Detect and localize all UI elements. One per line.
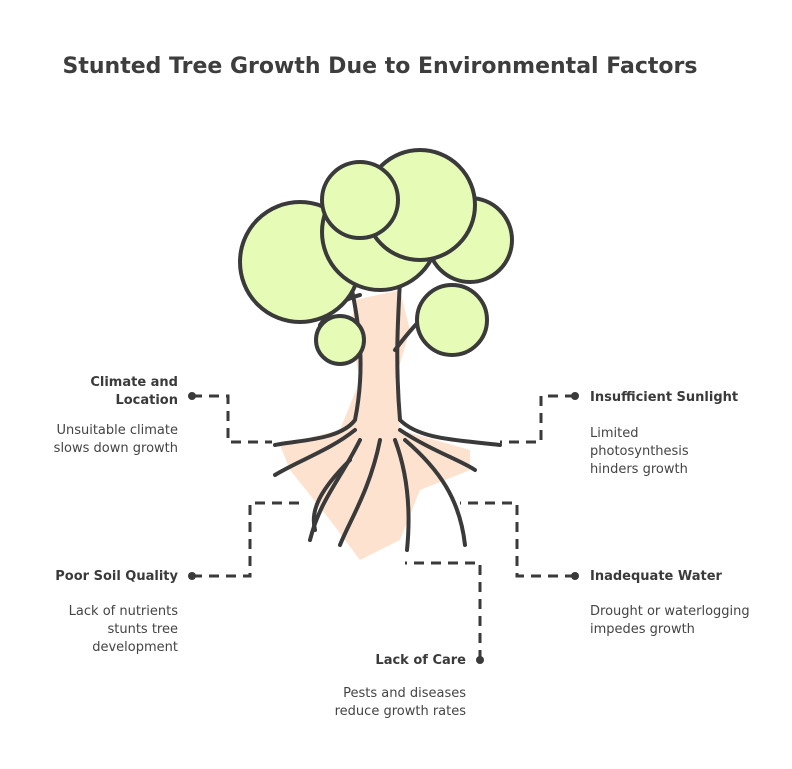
- diagram-title: Stunted Tree Growth Due to Environmental…: [62, 54, 698, 79]
- water-description: Drought or waterlogging impedes growth: [590, 604, 750, 637]
- connector-soil: [192, 501, 300, 578]
- trunk-and-roots: [273, 278, 502, 560]
- sunlight-description: Limited photosynthesis hinders growth: [590, 426, 689, 477]
- sunlight-label: Insufficient Sunlight: [590, 390, 739, 405]
- connector-dot-climate: [188, 392, 196, 400]
- care-description: Pests and diseases reduce growth rates: [334, 686, 466, 719]
- connector-care: [405, 561, 482, 660]
- soil-description: Lack of nutrients stunts tree developmen…: [68, 604, 178, 655]
- climate-description: Unsuitable climate slows down growth: [53, 423, 178, 456]
- canopy: [238, 148, 514, 366]
- water-label: Inadequate Water: [590, 569, 722, 584]
- connector-dot-care: [476, 656, 484, 664]
- climate-label: Climate and Location: [90, 375, 178, 408]
- connector-dot-water: [571, 572, 579, 580]
- connector-climate: [192, 394, 272, 444]
- connectors: [192, 394, 575, 660]
- connector-dot-sunlight: [571, 392, 579, 400]
- soil-label: Poor Soil Quality: [55, 569, 178, 584]
- care-label: Lack of Care: [375, 653, 466, 668]
- connector-sunlight: [500, 394, 575, 444]
- connector-dot-soil: [188, 572, 196, 580]
- connector-water: [460, 501, 575, 578]
